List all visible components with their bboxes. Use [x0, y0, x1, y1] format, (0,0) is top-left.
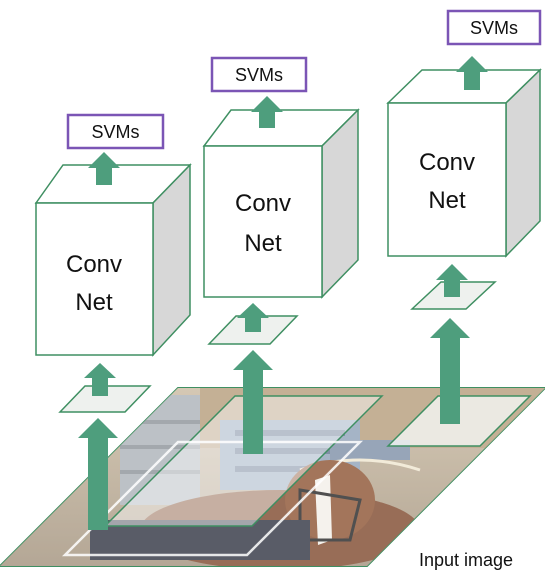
column-right: Conv Net SVMs: [386, 9, 542, 424]
arrow-convnet-to-svms-right: [456, 56, 488, 90]
arrow-image-to-patch-middle: [233, 350, 273, 454]
convnet-box-right: Conv Net: [386, 68, 542, 258]
convnet-box-middle: Conv Net: [202, 108, 360, 299]
convnet-box-middle-front: [203, 145, 323, 298]
convnet-label-left-line1: Conv: [66, 251, 122, 278]
image-overlay-region: [103, 395, 384, 527]
convnet-box-right-front: [387, 102, 507, 257]
arrow-image-to-patch-right: [430, 318, 470, 424]
convnet-label-right-line2: Net: [428, 187, 466, 214]
arrow-convnet-to-svms-middle: [251, 96, 283, 128]
arrow-patch-to-convnet-middle: [237, 303, 269, 332]
svms-box-right: SVMs: [446, 9, 542, 46]
input-image-label: Input image: [419, 550, 514, 570]
arrow-patch-to-convnet-right: [436, 264, 468, 297]
convnet-box-right-side: [505, 68, 541, 258]
region-proposal-left: [61, 440, 364, 557]
column-left: Conv Net SVMs: [34, 113, 192, 530]
svms-label-left: SVMs: [91, 122, 139, 142]
arrow-convnet-to-svms-left: [88, 152, 120, 185]
convnet-label-middle-line2: Net: [244, 230, 282, 257]
warped-patch-left: [58, 385, 152, 413]
svms-label-middle: SVMs: [235, 65, 283, 85]
convnet-label-middle-line1: Conv: [235, 190, 291, 217]
convnet-label-left-line2: Net: [75, 289, 113, 316]
svms-box-left: SVMs: [66, 113, 165, 150]
arrow-patch-to-convnet-left: [84, 363, 116, 396]
svms-box-middle: SVMs: [210, 56, 308, 93]
column-middle: Conv Net SVMs: [202, 56, 360, 454]
svms-label-right: SVMs: [470, 18, 518, 38]
convnet-box-left-front: [35, 202, 154, 356]
convnet-box-left: Conv Net: [34, 163, 192, 357]
convnet-label-right-line1: Conv: [419, 149, 475, 176]
arrow-image-to-patch-left: [78, 418, 118, 530]
